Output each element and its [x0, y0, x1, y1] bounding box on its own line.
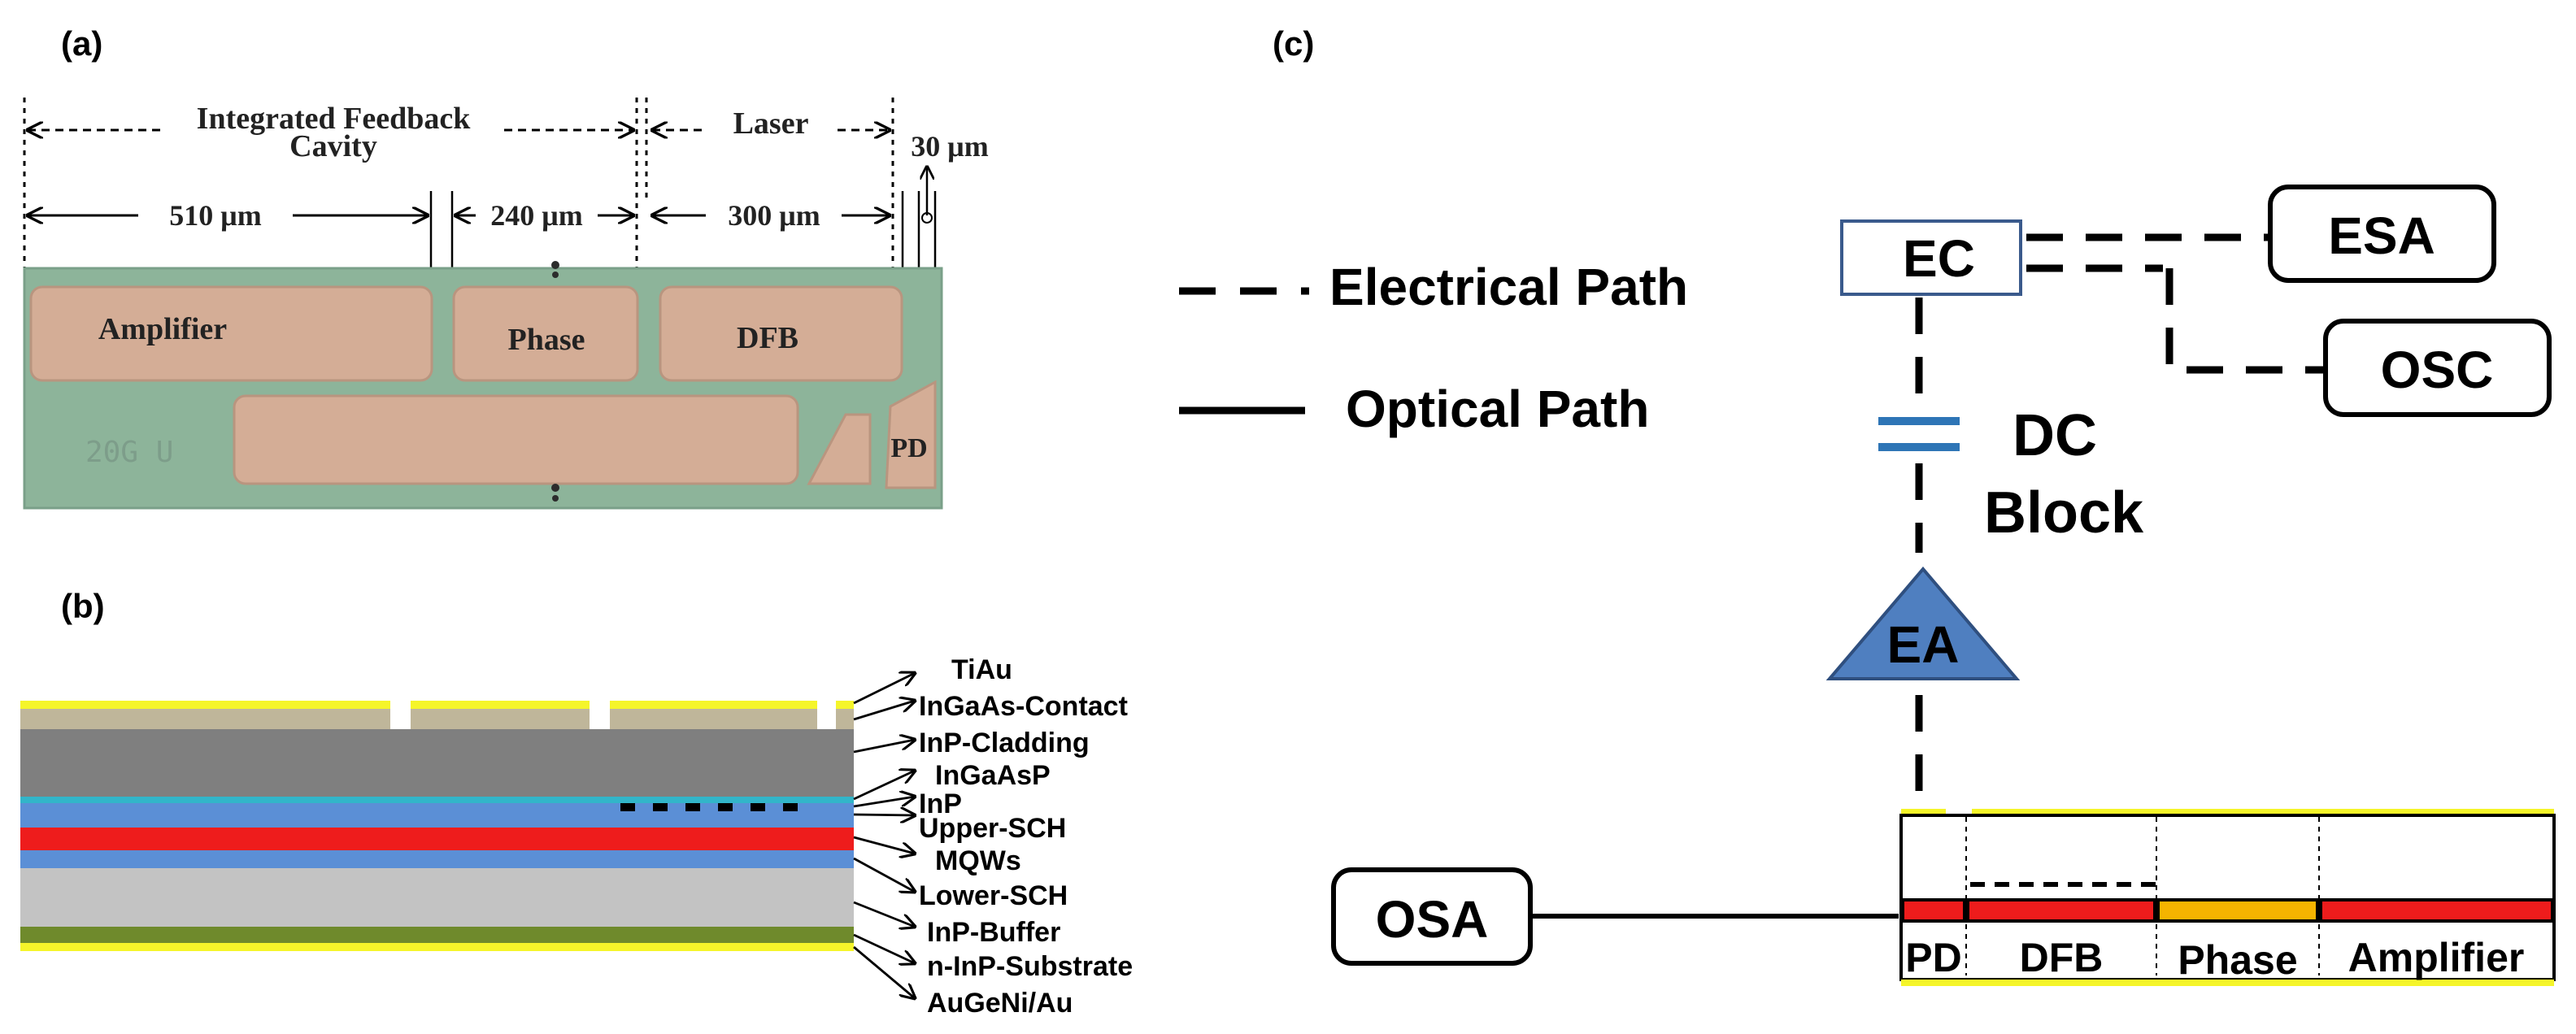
section-phase: Phase — [508, 323, 585, 357]
section-pd: PD — [890, 433, 927, 463]
pd-feed-pad — [807, 413, 872, 485]
amp-width-label: 510 μm — [169, 199, 261, 232]
layer-lower-sch: Lower-SCH — [919, 880, 1068, 911]
dfb-width-label: 300 μm — [728, 199, 820, 232]
ea-label: EA — [1887, 615, 1960, 674]
legend-optical: Optical Path — [1346, 380, 1649, 438]
layer-ingaasp: InGaAsP — [935, 760, 1051, 791]
amplifier-pad — [29, 285, 433, 382]
panel-c-label: (c) — [1273, 24, 1314, 63]
osc-label: OSC — [2381, 341, 2494, 399]
electrical-paths — [1915, 233, 2324, 813]
layer-mqws: MQWs — [935, 845, 1021, 876]
ea-amplifier — [1825, 566, 2021, 680]
bottom-pad — [233, 394, 799, 485]
chip-specks — [551, 261, 559, 502]
pd-width-label: 30 μm — [911, 130, 988, 163]
dc-label-1: DC — [2012, 403, 2097, 468]
section-dfb: DFB — [737, 321, 798, 355]
layer-substrate: n-InP-Substrate — [927, 951, 1133, 982]
panel-b: (b) — [20, 587, 1133, 1019]
phase-width-label: 240 μm — [490, 199, 582, 232]
osc-box — [2323, 319, 2552, 417]
layer-upper-sch: Upper-SCH — [919, 813, 1066, 844]
panel-c: (c) Electrical Path Optical Path EC ESA … — [1179, 24, 2556, 986]
cavity-label-1: Integrated Feedback — [197, 102, 472, 136]
osa-label: OSA — [1376, 890, 1489, 949]
layer-inp-buffer: InP-Buffer — [927, 917, 1060, 948]
ec-label: EC — [1903, 229, 1975, 288]
panel-a: (a) Integrated Feedback Cavity Laser 30 … — [23, 24, 989, 510]
pd-pad — [885, 380, 937, 489]
phase-pad — [452, 285, 639, 382]
section-dfb-label: DFB — [2020, 935, 2104, 980]
layer-stack — [20, 701, 854, 951]
device-schematic — [1899, 809, 2556, 986]
panel-a-label: (a) — [61, 24, 102, 63]
legend-electrical: Electrical Path — [1329, 258, 1688, 316]
cavity-label-2: Cavity — [289, 129, 377, 163]
esa-box — [2268, 185, 2496, 283]
section-pd-label: PD — [1905, 935, 1961, 980]
chip-mark: 20G U — [85, 436, 173, 469]
panel-b-label: (b) — [61, 587, 105, 625]
ec-box — [1840, 219, 2022, 296]
layer-inp-cladding: InP-Cladding — [919, 728, 1090, 758]
section-amplifier: Amplifier — [98, 312, 227, 346]
layer-ingaas-contact: InGaAs-Contact — [919, 691, 1128, 722]
dfb-pad — [659, 285, 903, 382]
dc-label-2: Block — [1984, 480, 2144, 545]
section-amplifier-label: Amplifier — [2348, 935, 2525, 980]
laser-label: Laser — [733, 106, 809, 141]
layer-tiau: TiAu — [951, 654, 1012, 685]
layer-augeni-au: AuGeNi/Au — [927, 988, 1073, 1019]
section-phase-label: Phase — [2178, 937, 2297, 983]
esa-label: ESA — [2328, 206, 2435, 265]
layer-inp: InP — [919, 789, 962, 819]
